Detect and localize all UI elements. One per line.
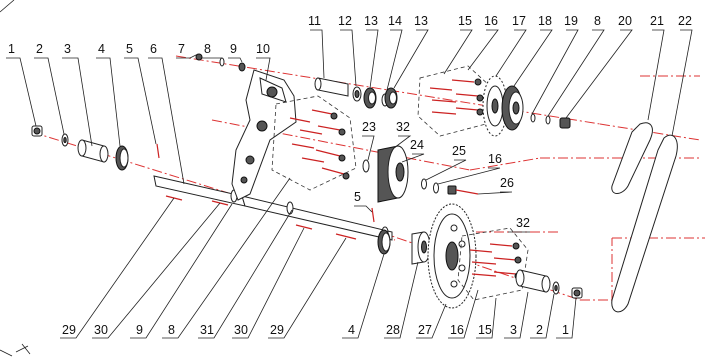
bolt-group-top — [417, 65, 491, 137]
label-18: 18 — [538, 14, 552, 28]
corner-mark — [15, 343, 31, 355]
part-washer-23 — [362, 159, 370, 173]
part-nut-20 — [559, 117, 571, 129]
label-32-top: 32 — [396, 120, 410, 134]
label-13a: 13 — [364, 14, 378, 28]
top-labels: 1 2 3 4 5 6 7 8 9 10 11 12 13 14 13 15 1… — [8, 14, 692, 56]
label-8: 8 — [204, 42, 211, 56]
label-16-mid: 16 — [488, 152, 502, 166]
label-13b: 13 — [414, 14, 428, 28]
label-24: 24 — [410, 138, 424, 152]
part-washer-16b — [433, 182, 439, 194]
part-belt-22 — [611, 134, 678, 313]
part-bolt-7 — [195, 53, 203, 61]
label-8b: 8 — [594, 14, 601, 28]
part-spacer-3 — [77, 139, 109, 163]
label-9: 9 — [230, 42, 237, 56]
part-washer-2-right — [552, 281, 560, 295]
part-bearing-13a — [363, 87, 377, 109]
label-1-bottom: 1 — [562, 323, 569, 337]
label-5-mid: 5 — [354, 190, 361, 204]
label-2-bottom: 2 — [536, 323, 543, 337]
part-sprocket-27 — [427, 203, 477, 309]
part-bolt-26 — [447, 185, 479, 195]
label-16-bottom: 16 — [450, 323, 464, 337]
part-pin-5-left — [156, 143, 160, 159]
label-5: 5 — [126, 42, 133, 56]
label-29a: 29 — [62, 323, 76, 337]
label-21: 21 — [650, 14, 664, 28]
label-9-bottom: 9 — [136, 323, 143, 337]
label-15: 15 — [458, 14, 472, 28]
part-bearing-4-right — [377, 229, 391, 255]
part-hub-18 — [501, 85, 524, 131]
label-23: 23 — [362, 120, 376, 134]
part-belt-21 — [611, 122, 653, 194]
bottom-labels: 29 30 9 8 31 30 29 4 28 27 16 15 3 2 1 — [62, 323, 569, 337]
part-washer-8b — [545, 115, 551, 125]
part-washer-8 — [219, 57, 225, 67]
label-20: 20 — [618, 14, 632, 28]
label-6: 6 — [150, 42, 157, 56]
part-hub-28 — [411, 231, 431, 265]
part-spacer-12 — [352, 86, 362, 102]
part-pulley-24 — [377, 145, 409, 203]
label-4-bottom: 4 — [348, 323, 355, 337]
leader-lines — [6, 29, 693, 339]
part-bearing-4-left — [115, 145, 129, 171]
label-4: 4 — [98, 42, 105, 56]
frame-corner-top — [0, 0, 15, 13]
label-22: 22 — [678, 14, 692, 28]
label-15-bottom: 15 — [478, 323, 492, 337]
bolt-group-left — [271, 95, 357, 191]
part-nut-1-right — [571, 287, 583, 299]
label-3: 3 — [64, 42, 71, 56]
label-30b: 30 — [234, 323, 248, 337]
label-3-bottom: 3 — [510, 323, 517, 337]
part-pin-5-right — [371, 207, 375, 223]
label-14: 14 — [388, 14, 402, 28]
label-26: 26 — [500, 176, 514, 190]
label-27: 27 — [418, 323, 432, 337]
part-bracket-10 — [231, 69, 297, 201]
label-29b: 29 — [270, 323, 284, 337]
part-shaft-11 — [314, 77, 349, 97]
label-32-bottom: 32 — [516, 216, 530, 230]
label-12: 12 — [338, 14, 352, 28]
label-19: 19 — [564, 14, 578, 28]
mid-labels: 23 32 24 25 16 26 5 32 — [354, 120, 530, 230]
label-8-bottom: 8 — [168, 323, 175, 337]
label-11: 11 — [308, 14, 321, 28]
label-31: 31 — [200, 323, 214, 337]
label-7: 7 — [178, 42, 185, 56]
label-1: 1 — [8, 42, 15, 56]
label-25: 25 — [452, 144, 466, 158]
part-spacer-3-right — [515, 269, 551, 293]
label-17: 17 — [512, 14, 526, 28]
part-nut-1 — [31, 125, 43, 137]
part-shaft-6 — [153, 175, 393, 241]
part-nut-9 — [238, 62, 246, 72]
part-washer-25 — [421, 178, 427, 190]
part-washer-19 — [530, 113, 536, 123]
part-washer-2 — [61, 133, 69, 147]
label-28: 28 — [386, 323, 400, 337]
label-2: 2 — [36, 42, 43, 56]
part-bearing-13b — [384, 87, 398, 109]
frame-corner-bottom — [0, 349, 13, 357]
label-30a: 30 — [94, 323, 108, 337]
label-10: 10 — [256, 42, 270, 56]
label-16: 16 — [484, 14, 498, 28]
